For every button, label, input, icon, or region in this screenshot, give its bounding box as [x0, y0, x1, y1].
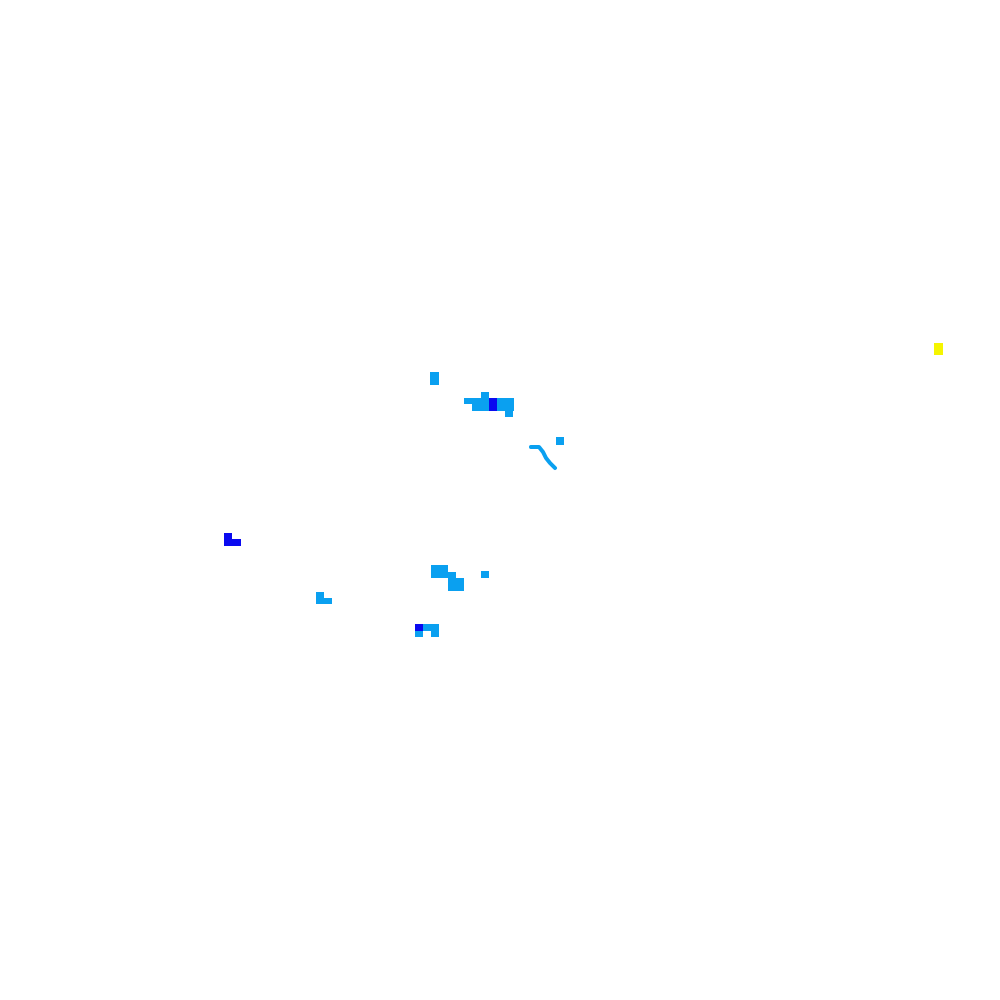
- light-blue-patch: [431, 630, 439, 637]
- light-blue-patch: [415, 630, 423, 637]
- blue-patch: [489, 398, 497, 411]
- yellow-patch: [934, 343, 943, 355]
- light-blue-patch: [316, 598, 332, 604]
- light-blue-patch: [556, 437, 564, 445]
- light-blue-patch: [481, 571, 489, 578]
- light-blue-patch: [448, 578, 464, 591]
- light-blue-patch: [464, 398, 476, 404]
- blue-patch: [415, 624, 423, 631]
- light-blue-patch: [472, 398, 489, 411]
- light-blue-patch: [430, 372, 439, 385]
- light-blue-patch: [505, 408, 513, 417]
- light-blue-patch: [415, 624, 439, 631]
- light-blue-patch: [481, 392, 489, 400]
- blue-patch: [224, 539, 241, 546]
- light-blue-patch: [497, 398, 514, 411]
- light-blue-patch: [431, 565, 448, 578]
- light-blue-patch: [448, 572, 456, 578]
- river-line: [529, 445, 557, 470]
